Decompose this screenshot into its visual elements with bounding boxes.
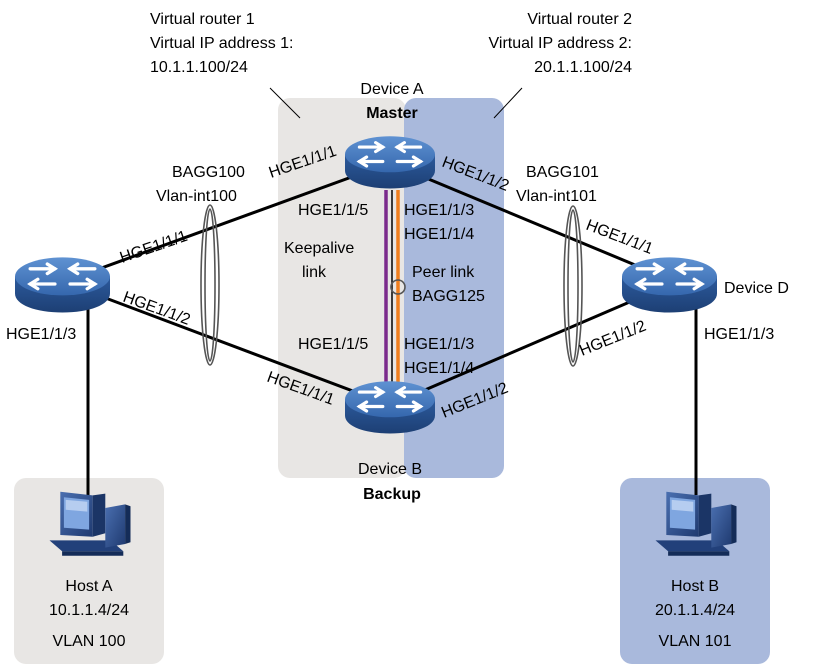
link-c-b bbox=[62, 280, 391, 407]
port-label: HGE1/1/1 bbox=[118, 228, 190, 267]
device-c[interactable] bbox=[15, 255, 110, 313]
device-a-role: Master bbox=[366, 105, 418, 122]
bagg101-name: BAGG101 bbox=[526, 164, 599, 181]
host-a-vlan: VLAN 100 bbox=[53, 633, 126, 650]
peer-link-label-line2: BAGG125 bbox=[412, 288, 485, 305]
device-b-role: Backup bbox=[363, 486, 421, 503]
link-c-a bbox=[62, 161, 391, 284]
bagg100-ring bbox=[200, 204, 220, 366]
host-a-name: Host A bbox=[65, 578, 112, 595]
peer-link-label-line1: Peer link bbox=[412, 264, 475, 281]
virtual-router-2-band bbox=[404, 98, 504, 478]
device-a[interactable] bbox=[345, 134, 435, 190]
port-label: HGE1/1/2 bbox=[577, 318, 649, 360]
keepalive-label-line2: link bbox=[302, 264, 327, 281]
port-label: HGE1/1/3 bbox=[404, 202, 474, 219]
host-b-name: Host B bbox=[671, 578, 719, 595]
vr1-name: Virtual router 1 bbox=[150, 11, 255, 28]
vr1-callout-line bbox=[269, 87, 301, 119]
device-a-name: Device A bbox=[360, 81, 423, 98]
host-a-ip: 10.1.1.4/24 bbox=[49, 602, 129, 619]
port-label: HGE1/1/5 bbox=[298, 202, 368, 219]
switch-icon bbox=[345, 379, 435, 435]
device-b-name: Device B bbox=[358, 461, 422, 478]
host-b-ip: 20.1.1.4/24 bbox=[655, 602, 735, 619]
vr1-ip-label: Virtual IP address 1: bbox=[150, 35, 294, 52]
vr2-callout-line bbox=[493, 87, 523, 119]
bagg100-vlan-if: Vlan-int100 bbox=[156, 188, 237, 205]
vr2-name: Virtual router 2 bbox=[527, 11, 632, 28]
switch-icon bbox=[15, 255, 110, 313]
switch-icon bbox=[622, 255, 717, 313]
port-label: HGE1/1/3 bbox=[404, 336, 474, 353]
device-d-name: Device D bbox=[724, 280, 789, 297]
port-label: HGE1/1/3 bbox=[6, 326, 76, 343]
vr2-ip-label: Virtual IP address 2: bbox=[489, 35, 633, 52]
vr2-ip: 20.1.1.100/24 bbox=[534, 59, 632, 76]
switch-icon bbox=[345, 134, 435, 190]
bagg100-name: BAGG100 bbox=[172, 164, 245, 181]
device-b[interactable] bbox=[345, 379, 435, 435]
port-label: HGE1/1/5 bbox=[298, 336, 368, 353]
bagg101-ring bbox=[563, 205, 583, 367]
bagg101-ring-inner bbox=[567, 209, 579, 363]
peer-link-ring bbox=[390, 279, 406, 295]
link-a-d bbox=[389, 161, 677, 284]
bagg100-ring-inner bbox=[204, 208, 216, 362]
port-label: HGE1/1/4 bbox=[404, 360, 474, 377]
port-label: HGE1/1/4 bbox=[404, 226, 474, 243]
keepalive-label-line1: Keepalive bbox=[284, 240, 354, 257]
port-label: HGE1/1/1 bbox=[584, 217, 656, 258]
device-d[interactable] bbox=[622, 255, 717, 313]
bagg101-vlan-if: Vlan-int101 bbox=[516, 188, 597, 205]
vr1-ip: 10.1.1.100/24 bbox=[150, 59, 248, 76]
port-label: HGE1/1/3 bbox=[704, 326, 774, 343]
host-b-vlan: VLAN 101 bbox=[659, 633, 732, 650]
